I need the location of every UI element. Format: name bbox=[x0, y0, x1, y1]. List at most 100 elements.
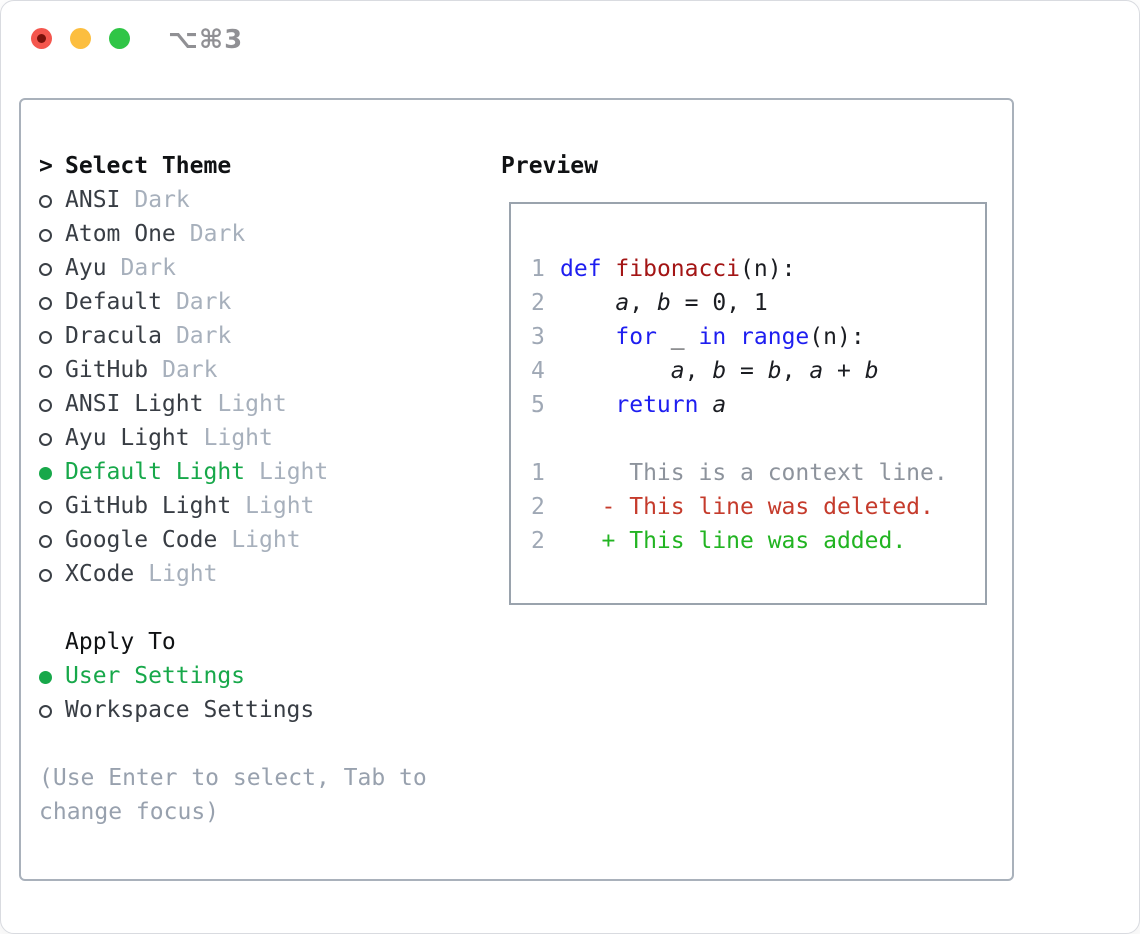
theme-variant-tag: Dark bbox=[162, 357, 218, 383]
apply-to-header: Apply To bbox=[39, 625, 489, 659]
code-segment: return bbox=[615, 392, 699, 418]
selected-radio-icon bbox=[39, 465, 65, 480]
code-segment: (n): bbox=[809, 324, 865, 350]
code-segment: a bbox=[809, 358, 824, 384]
code-segment bbox=[560, 324, 615, 350]
close-button[interactable] bbox=[31, 28, 52, 49]
code-segment: = 0, 1 bbox=[670, 290, 768, 316]
code-segment: for bbox=[615, 324, 657, 350]
radio-icon bbox=[39, 329, 65, 344]
close-dot-icon bbox=[37, 34, 46, 43]
theme-option-ayu[interactable]: Ayu Dark bbox=[39, 251, 489, 285]
titlebar: ⌥⌘3 bbox=[1, 1, 1139, 77]
window-shortcut-label: ⌥⌘3 bbox=[168, 25, 244, 55]
preview-line: 2 - This line was deleted. bbox=[531, 490, 985, 524]
line-number: 2 bbox=[531, 290, 545, 316]
line-number: 5 bbox=[531, 392, 545, 418]
theme-variant-tag: Dark bbox=[134, 187, 190, 213]
line-number: 4 bbox=[531, 358, 545, 384]
theme-option-google-code[interactable]: Google Code Light bbox=[39, 523, 489, 557]
theme-option-label: XCode bbox=[65, 561, 135, 587]
theme-option-label: Google Code bbox=[65, 527, 218, 553]
code-segment: + This line was added. bbox=[560, 528, 907, 554]
minimize-button[interactable] bbox=[70, 28, 91, 49]
preview-line: 2 + This line was added. bbox=[531, 524, 985, 558]
code-segment: b bbox=[864, 358, 879, 384]
theme-option-label: Ayu bbox=[65, 255, 107, 281]
radio-icon bbox=[39, 227, 65, 242]
code-segment bbox=[560, 290, 615, 316]
theme-option-default-light[interactable]: Default Light Light bbox=[39, 455, 489, 489]
code-segment: range bbox=[740, 324, 810, 350]
radio-icon bbox=[39, 499, 65, 514]
line-number: 2 bbox=[531, 494, 545, 520]
code-segment: a bbox=[615, 290, 630, 316]
code-segment: This is a context line. bbox=[560, 460, 948, 486]
theme-variant-tag: Dark bbox=[189, 221, 246, 247]
theme-variant-tag: Dark bbox=[175, 323, 232, 349]
line-number: 1 bbox=[531, 460, 545, 486]
code-segment: , bbox=[684, 358, 713, 384]
line-content: This is a context line. bbox=[560, 460, 948, 486]
theme-option-ansi[interactable]: ANSI Dark bbox=[39, 183, 489, 217]
select-theme-title: Select Theme bbox=[65, 153, 232, 179]
theme-option-label: Default Light bbox=[65, 459, 246, 485]
code-segment: b bbox=[767, 358, 782, 384]
theme-option-label: ANSI bbox=[65, 187, 121, 213]
spacer bbox=[39, 727, 489, 761]
code-segment: _ bbox=[656, 324, 699, 350]
selected-radio-icon bbox=[39, 669, 65, 684]
preview-line: 4 a, b = b, a + b bbox=[531, 354, 985, 388]
hint-text-line-1: (Use Enter to select, Tab to bbox=[39, 765, 427, 791]
line-number: 2 bbox=[531, 528, 545, 554]
code-segment: , bbox=[629, 290, 657, 316]
theme-option-label: ANSI Light bbox=[65, 391, 204, 417]
theme-variant-tag: Light bbox=[259, 459, 329, 485]
line-content: + This line was added. bbox=[560, 528, 907, 554]
code-segment: a bbox=[670, 358, 685, 384]
theme-option-label: GitHub bbox=[65, 357, 149, 383]
line-content: a, b = 0, 1 bbox=[560, 290, 768, 316]
radio-icon bbox=[39, 295, 65, 310]
hint-text-line-2: change focus) bbox=[39, 799, 220, 825]
theme-option-github[interactable]: GitHub Dark bbox=[39, 353, 489, 387]
code-segment bbox=[726, 324, 740, 350]
code-segment: = bbox=[726, 358, 768, 384]
theme-option-ansi-light[interactable]: ANSI Light Light bbox=[39, 387, 489, 421]
line-content: a, b = b, a + b bbox=[560, 358, 879, 384]
apply-to-title: Apply To bbox=[65, 629, 176, 655]
maximize-button[interactable] bbox=[109, 28, 130, 49]
theme-variant-tag: Light bbox=[231, 527, 301, 553]
code-segment: , bbox=[781, 358, 810, 384]
radio-icon bbox=[39, 193, 65, 208]
theme-variant-tag: Light bbox=[148, 561, 218, 587]
theme-option-label: Ayu Light bbox=[65, 425, 190, 451]
apply-option-workspace-settings[interactable]: Workspace Settings bbox=[39, 693, 489, 727]
theme-option-xcode[interactable]: XCode Light bbox=[39, 557, 489, 591]
code-segment: (n): bbox=[740, 256, 796, 282]
theme-option-ayu-light[interactable]: Ayu Light Light bbox=[39, 421, 489, 455]
apply-option-label: Workspace Settings bbox=[65, 697, 315, 723]
preview-line: 3 for _ in range(n): bbox=[531, 320, 985, 354]
spacer bbox=[39, 591, 489, 625]
code-segment bbox=[698, 392, 712, 418]
line-content: for _ in range(n): bbox=[560, 324, 865, 350]
line-content: - This line was deleted. bbox=[560, 494, 934, 520]
theme-variant-tag: Dark bbox=[120, 255, 176, 281]
theme-variant-tag: Light bbox=[245, 493, 315, 519]
theme-variant-tag: Light bbox=[217, 391, 287, 417]
theme-option-label: Default bbox=[65, 289, 162, 315]
radio-icon bbox=[39, 363, 65, 378]
code-segment: - This line was deleted. bbox=[560, 494, 934, 520]
apply-option-user-settings[interactable]: User Settings bbox=[39, 659, 489, 693]
theme-variant-tag: Light bbox=[203, 425, 273, 451]
